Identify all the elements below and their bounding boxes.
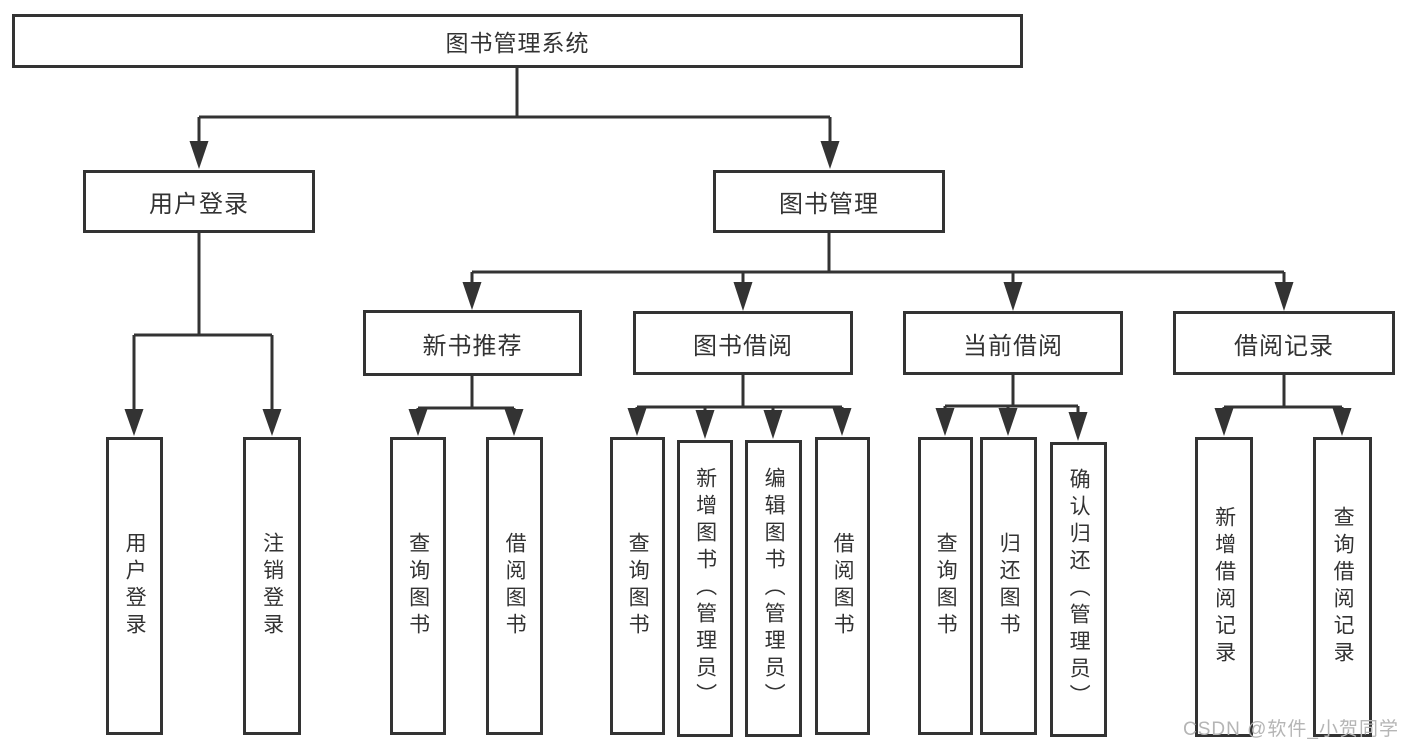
leaf-bookborrow-add-label: 新增图书（管理员）	[693, 467, 717, 710]
leaf-bookborrow-borrow-label: 借阅图书	[831, 532, 855, 640]
node-root: 图书管理系统	[12, 14, 1023, 68]
arrowheads	[124, 141, 1352, 441]
connector-newbooks-to-leaves	[416, 376, 516, 410]
node-new-book-recommend: 新书推荐	[363, 310, 582, 376]
connector-bookborrow-to-leaves	[635, 374, 844, 411]
leaf-currentborrow-query-label: 查询图书	[934, 532, 958, 640]
connector-currentborrow-to-leaves	[943, 374, 1080, 413]
leaf-records-add-label: 新增借阅记录	[1212, 506, 1236, 668]
node-root-label: 图书管理系统	[445, 30, 590, 56]
leaf-bookborrow-query: 查询图书	[610, 437, 665, 735]
leaf-newbooks-query: 查询图书	[390, 437, 446, 735]
connector-root-to-level2	[197, 68, 832, 143]
leaf-newbooks-borrow-label: 借阅图书	[503, 532, 527, 640]
leaf-bookborrow-add: 新增图书（管理员）	[677, 440, 733, 737]
leaf-currentborrow-confirm-label: 确认归还（管理员）	[1067, 468, 1091, 711]
leaf-currentborrow-confirm: 确认归还（管理员）	[1050, 442, 1107, 737]
leaf-records-query: 查询借阅记录	[1313, 437, 1372, 737]
node-book-management: 图书管理	[713, 170, 945, 233]
leaf-logout: 注销登录	[243, 437, 301, 735]
node-book-borrow-label: 图书借阅	[693, 332, 793, 360]
leaf-currentborrow-query: 查询图书	[918, 437, 973, 735]
leaf-bookborrow-edit: 编辑图书（管理员）	[745, 440, 802, 737]
node-user-login-label: 用户登录	[149, 191, 249, 218]
leaf-logout-label: 注销登录	[260, 532, 284, 640]
leaf-newbooks-query-label: 查询图书	[406, 532, 430, 640]
leaf-user-login: 用户登录	[106, 437, 163, 735]
leaf-bookborrow-borrow: 借阅图书	[815, 437, 870, 735]
node-current-borrow-label: 当前借阅	[963, 332, 1063, 360]
node-borrow-records: 借阅记录	[1173, 311, 1395, 375]
node-new-book-recommend-label: 新书推荐	[422, 332, 523, 360]
node-book-management-label: 图书管理	[779, 191, 879, 218]
node-current-borrow: 当前借阅	[903, 311, 1123, 375]
node-borrow-records-label: 借阅记录	[1234, 332, 1334, 360]
leaf-records-query-label: 查询借阅记录	[1331, 506, 1355, 668]
leaf-bookborrow-query-label: 查询图书	[626, 532, 650, 640]
connector-bookmgmt-to-level3	[470, 233, 1286, 283]
node-user-login: 用户登录	[83, 170, 315, 233]
leaf-bookborrow-edit-label: 编辑图书（管理员）	[762, 467, 786, 710]
leaf-records-add: 新增借阅记录	[1195, 437, 1253, 737]
leaf-currentborrow-return: 归还图书	[980, 437, 1037, 735]
connector-borrowrecords-to-leaves	[1222, 374, 1344, 409]
node-book-borrow: 图书借阅	[633, 311, 853, 375]
csdn-watermark: CSDN @软件_小贺同学	[1183, 719, 1399, 740]
leaf-newbooks-borrow: 借阅图书	[486, 437, 543, 735]
leaf-user-login-label: 用户登录	[123, 532, 147, 640]
leaf-currentborrow-return-label: 归还图书	[997, 532, 1021, 640]
connector-userlogin-to-leaves	[132, 233, 274, 410]
